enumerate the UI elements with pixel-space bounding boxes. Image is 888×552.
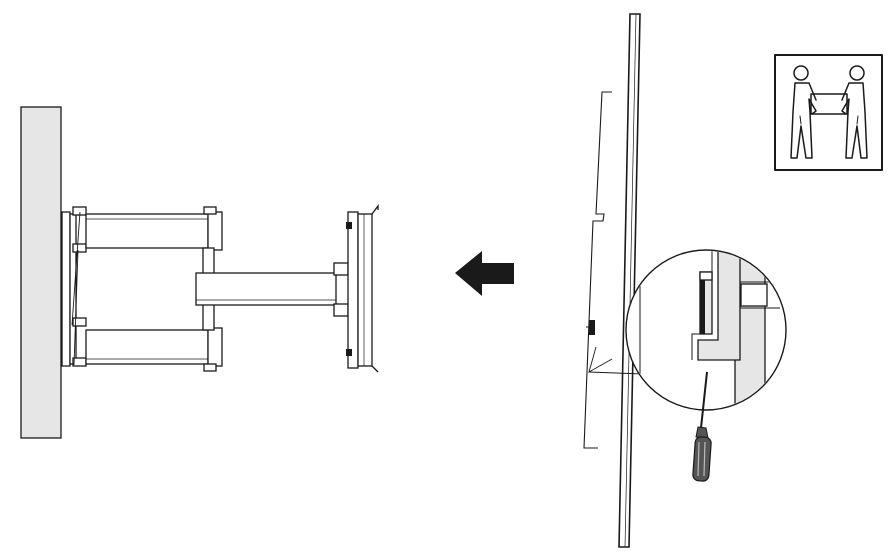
tension-cable — [71, 211, 81, 326]
two-person-lift-icon — [774, 54, 883, 171]
person-left — [790, 65, 817, 159]
hook-profile — [640, 251, 741, 361]
screwdriver-icon — [692, 371, 712, 482]
tv-panel — [618, 13, 641, 548]
tv-bracket — [347, 211, 359, 369]
upper-arm — [85, 213, 209, 249]
person-right — [841, 65, 868, 159]
tv-rear-profile — [583, 91, 612, 449]
tv-side-view — [583, 13, 644, 548]
wall-panel — [20, 106, 62, 439]
detail-magnifier — [625, 249, 787, 411]
detail-leader — [588, 346, 613, 373]
wall-plate — [61, 211, 71, 367]
locking-screw — [589, 320, 595, 335]
carried-box — [810, 93, 848, 115]
arrow-left-icon — [455, 251, 514, 296]
wall-mount-assembly — [20, 106, 379, 439]
bracket-hooks — [346, 222, 352, 356]
